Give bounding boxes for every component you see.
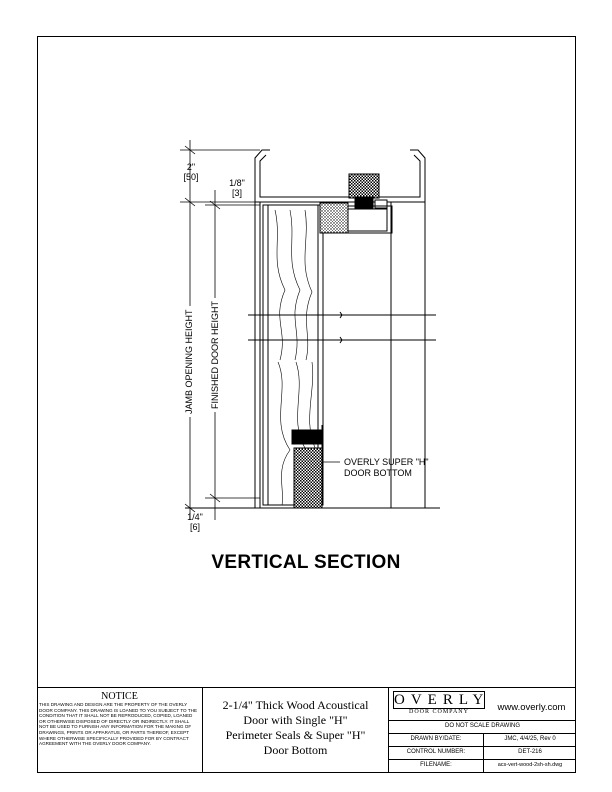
control-label: CONTROL NUMBER: bbox=[406, 749, 466, 755]
door-bottom bbox=[291, 425, 323, 509]
dim-top-gap-in: 2" bbox=[186, 162, 196, 172]
head-seal bbox=[331, 173, 393, 234]
dim-bottom-clear-mm: [6] bbox=[189, 522, 200, 532]
jamb-opening-height-label: JAMB OPENING HEIGHT bbox=[184, 306, 194, 417]
drawn-row: DRAWN BY/DATE: JMC, 4/4/25, Rev 0 bbox=[389, 733, 576, 747]
notice-heading: NOTICE bbox=[101, 691, 138, 702]
door-bottom-callout: OVERLY SUPER "H" DOOR BOTTOM bbox=[344, 457, 429, 479]
section-title: VERTICAL SECTION bbox=[211, 552, 401, 573]
callout-line-1: OVERLY SUPER "H" bbox=[344, 457, 429, 467]
title-block: NOTICE THIS DRAWING AND DESIGN ARE THE P… bbox=[37, 687, 576, 773]
title-block-info: OVERLY DOOR COMPANY www.overly.com DO NO… bbox=[389, 688, 576, 773]
dim-bottom-clear: 1/4" [6] bbox=[182, 512, 208, 532]
title-line-1: 2-1/4" Thick Wood Acoustical bbox=[222, 698, 369, 712]
dim-head-clear-mm: [3] bbox=[231, 188, 242, 198]
logo-sub: DOOR COMPANY bbox=[409, 709, 469, 715]
drawing-title: 2-1/4" Thick Wood Acoustical Door with S… bbox=[203, 688, 389, 773]
dim-head-clear-in: 1/8" bbox=[229, 178, 245, 188]
control-value: DET-216 bbox=[483, 747, 576, 760]
drawn-value: JMC, 4/4/25, Rev 0 bbox=[483, 734, 576, 747]
file-value: acs-vert-wood-2sh-sh.dwg bbox=[483, 760, 576, 773]
title-line-3: Perimeter Seals & Super "H" bbox=[225, 728, 366, 742]
website-link[interactable]: www.overly.com bbox=[497, 702, 566, 713]
title-line-4: Door Bottom bbox=[263, 743, 328, 757]
finished-door-height-label: FINISHED DOOR HEIGHT bbox=[210, 297, 220, 412]
file-label: FILENAME: bbox=[420, 762, 452, 768]
scale-note: DO NOT SCALE DRAWING bbox=[444, 723, 520, 729]
dim-top-gap: 2" [50] bbox=[178, 162, 204, 182]
drawn-label: DRAWN BY/DATE: bbox=[410, 736, 462, 742]
break-lines bbox=[248, 311, 436, 344]
scale-note-row: DO NOT SCALE DRAWING bbox=[389, 720, 576, 734]
notice-box: NOTICE THIS DRAWING AND DESIGN ARE THE P… bbox=[37, 688, 203, 773]
frame-head bbox=[254, 149, 426, 508]
dim-head-clear: 1/8" [3] bbox=[224, 178, 250, 198]
dim-bottom-clear-in: 1/4" bbox=[187, 512, 203, 522]
logo-word: OVERLY bbox=[393, 691, 490, 709]
drawing-sheet-border bbox=[37, 36, 576, 773]
jamb-lines bbox=[390, 202, 426, 508]
dim-top-gap-mm: [50] bbox=[183, 172, 199, 182]
title-line-2: Door with Single "H" bbox=[243, 713, 348, 727]
control-row: CONTROL NUMBER: DET-216 bbox=[389, 746, 576, 760]
file-row: FILENAME: acs-vert-wood-2sh-sh.dwg bbox=[389, 759, 576, 774]
notice-text: THIS DRAWING AND DESIGN ARE THE PROPERTY… bbox=[39, 702, 198, 747]
overly-logo: OVERLY DOOR COMPANY bbox=[393, 691, 485, 719]
callout-line-2: DOOR BOTTOM bbox=[344, 468, 412, 478]
